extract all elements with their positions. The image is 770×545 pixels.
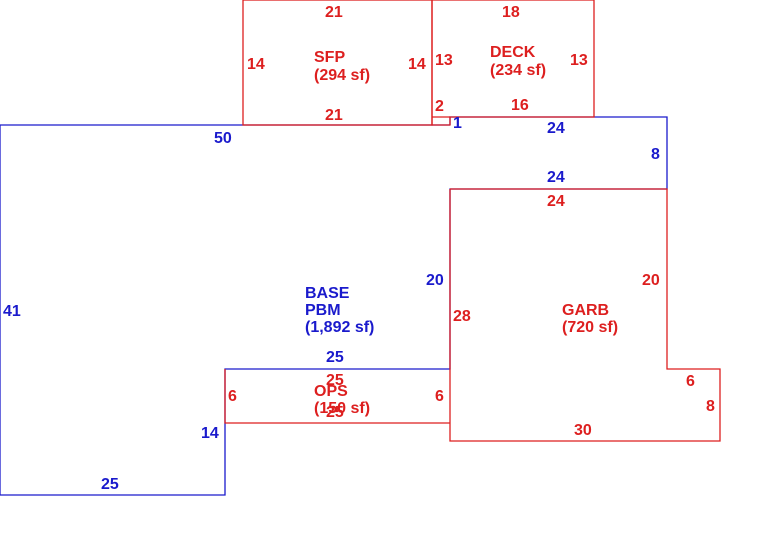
dim-deck-bottom: 16 xyxy=(511,97,529,114)
dim-base-bottom: 25 xyxy=(101,476,119,493)
dim-base-right-side: 8 xyxy=(651,146,660,163)
dim-base-lower-left: 14 xyxy=(201,425,219,442)
dim-garb-right: 20 xyxy=(642,272,660,289)
dim-garb-right-lower: 8 xyxy=(706,398,715,415)
dim-ops-right: 6 xyxy=(435,388,444,405)
dim-base-right-upper: 24 xyxy=(547,120,565,137)
dim-base-left: 41 xyxy=(3,303,21,320)
dim-deck-right: 13 xyxy=(570,52,588,69)
base-area-label: (1,892 sf) xyxy=(305,319,374,336)
dim-garb-bottom: 30 xyxy=(574,422,592,439)
dim-deck-step: 2 xyxy=(435,98,444,115)
dim-sfp-right: 14 xyxy=(408,56,426,73)
dim-step-one: 1 xyxy=(453,115,462,132)
dim-deck-top: 18 xyxy=(502,4,520,21)
base-subname-label: PBM xyxy=(305,302,341,319)
ops-outline xyxy=(224,369,450,424)
deck-name-label: DECK xyxy=(490,44,536,61)
dim-sfp-top: 21 xyxy=(325,4,343,21)
ops-area-label: (150 sf) xyxy=(314,400,370,417)
sfp-area-label: (294 sf) xyxy=(314,67,370,84)
dim-ops-bottom: 25 xyxy=(326,404,344,421)
dim-sfp-bottom: 21 xyxy=(325,107,343,124)
dim-base-right-vertical: 20 xyxy=(426,272,444,289)
dim-garb-step: 6 xyxy=(686,373,695,390)
dim-garb-top: 24 xyxy=(547,193,565,210)
dim-garb-left: 28 xyxy=(453,308,471,325)
dim-base-inner: 25 xyxy=(326,349,344,366)
dim-base-top: 50 xyxy=(214,130,232,147)
dim-ops-left: 6 xyxy=(228,388,237,405)
dim-deck-left: 13 xyxy=(435,52,453,69)
ops-name-label: OPS xyxy=(314,383,348,400)
dim-base-right-lower: 24 xyxy=(547,169,565,186)
dim-sfp-left: 14 xyxy=(247,56,265,73)
deck-area-label: (234 sf) xyxy=(490,62,546,79)
base-name-label: BASE xyxy=(305,285,350,302)
garb-name-label: GARB xyxy=(562,302,609,319)
dim-ops-top: 25 xyxy=(326,372,344,389)
garb-area-label: (720 sf) xyxy=(562,319,618,336)
sfp-name-label: SFP xyxy=(314,49,345,66)
garb-outline xyxy=(449,188,721,442)
